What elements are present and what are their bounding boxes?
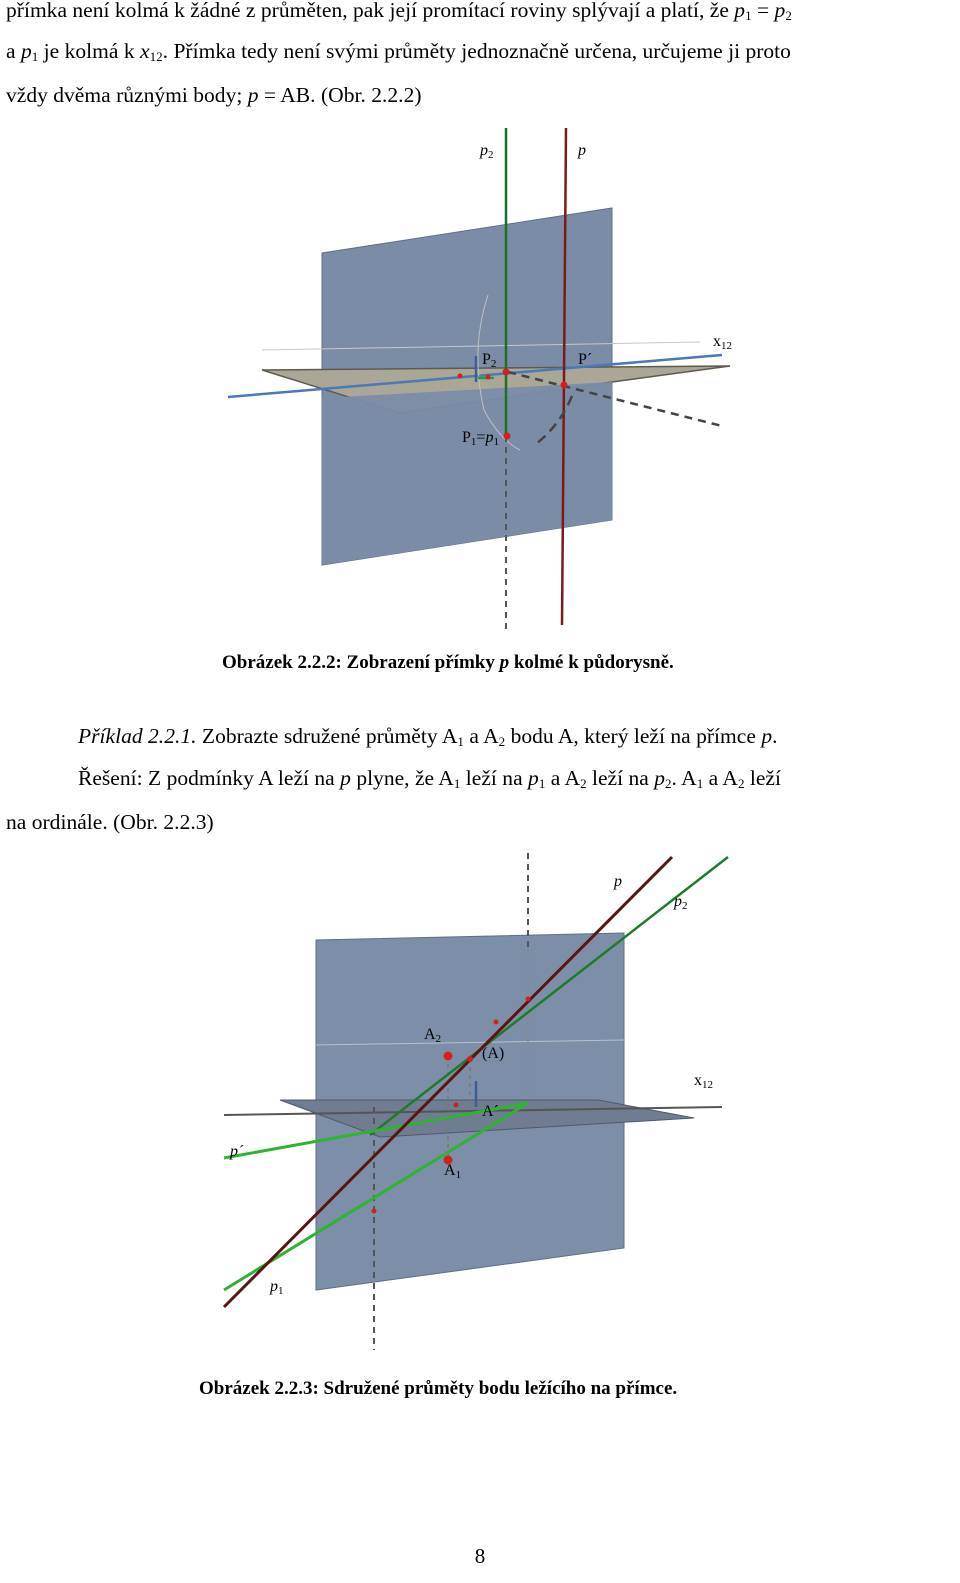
point-P-prime: [560, 381, 568, 389]
label-p2: p2: [674, 893, 688, 912]
solution-text: Řešení: Z podmínky A leží na p plyne, že…: [78, 766, 781, 791]
label-p1: p1: [270, 1278, 284, 1297]
figure-2-2-2: p2 p x12 P2 P´ P1=p1: [0, 120, 960, 640]
label-A1: A1: [444, 1162, 462, 1181]
vertical-plane-front: [322, 382, 612, 565]
label-x12: x12: [713, 333, 732, 352]
solution-text-2: na ordinále. (Obr. 2.2.3): [6, 810, 214, 834]
label-p2: p2: [480, 142, 494, 161]
page-number: 8: [474, 1544, 486, 1568]
line-p: [560, 127, 568, 626]
label-p-prime: p´: [230, 1143, 244, 1160]
x12-axis: [223, 1106, 723, 1116]
figure-2-2-2-drawing: [227, 127, 731, 630]
text-line: a p1 je kolmá k x12. Přímka tedy není sv…: [6, 39, 791, 64]
label-P2: P2: [482, 351, 497, 370]
figure-2-2-3-caption: Obrázek 2.2.3: Sdružené průměty bodu lež…: [199, 1378, 678, 1399]
line-p-prime: [223, 1101, 529, 1160]
line-p1: [223, 1101, 529, 1292]
figure-2-2-3: p p2 A2 (A) x12 A´ p´ A1 p1: [0, 845, 960, 1365]
example-text: Příklad 2.2.1. Zobrazte sdružené průměty…: [78, 724, 778, 749]
label-p: p: [578, 142, 586, 159]
point-A2: [443, 1051, 453, 1061]
label-P1-eq-p1: P1=p1: [462, 429, 499, 448]
point-A1: [443, 1155, 453, 1165]
dashed-projection: [507, 370, 723, 428]
line-p2: [369, 856, 729, 1136]
label-x12: x12: [694, 1072, 713, 1091]
text-line: přímka není kolmá k žádné z průměten, pa…: [6, 0, 792, 23]
label-P-prime: P´: [578, 351, 593, 368]
text-line: vždy dvěma různými body; p = AB. (Obr. 2…: [6, 83, 422, 107]
label-A-paren: (A): [482, 1045, 505, 1062]
label-A-prime: A´: [482, 1103, 499, 1120]
point-P2: [502, 368, 510, 376]
point-A: [467, 1056, 473, 1062]
label-A2: A2: [424, 1026, 442, 1045]
figure-2-2-3-drawing: [222, 853, 729, 1350]
arc-arrow: [535, 395, 574, 445]
figure-2-2-2-caption: Obrázek 2.2.2: Zobrazení přímky p kolmé …: [222, 652, 674, 673]
line-p: [222, 855, 674, 1309]
label-p: p: [614, 873, 622, 890]
point-P1: [503, 432, 511, 440]
